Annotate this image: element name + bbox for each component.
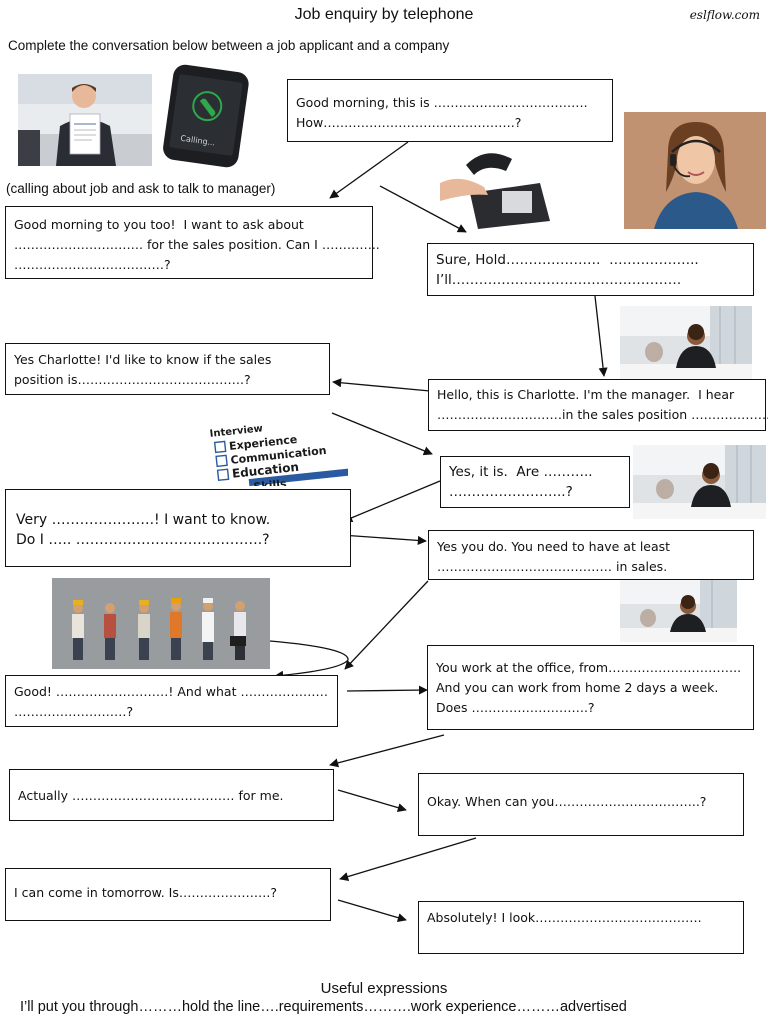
dialogue-box-2: Good morning to you too! I want to ask a…: [5, 206, 380, 279]
arrow-10: [346, 685, 428, 695]
dialogue-line: And you can work from home 2 days a week…: [436, 680, 719, 695]
worksheet-title: Job enquiry by telephone: [294, 6, 474, 23]
dialogue-line: Do I ….. ………………………………….?: [16, 532, 270, 549]
workers-line-image: [52, 578, 270, 669]
dialogue-line: I can come in tomorrow. Is………………….?: [14, 885, 277, 900]
dialogue-box-12: Okay. When can you……………………………..?: [418, 773, 744, 836]
dialogue-line: Good morning to you too! I want to ask a…: [14, 217, 304, 232]
dialogue-box-10: You work at the office, from…………………………..…: [427, 645, 754, 730]
dialogue-line: You work at the office, from…………………………..: [436, 660, 742, 675]
interview-checklist-image: Interview Experience Communication Educa…: [206, 418, 348, 486]
dialogue-box-5: Hello, this is Charlotte. I'm the manage…: [428, 379, 768, 431]
dialogue-box-1: Good morning, this is ………………………………. How……: [287, 79, 613, 142]
useful-expressions-list: I’ll put you through………hold the line….re…: [20, 999, 627, 1015]
dialogue-line: Actually ………………………………… for me.: [18, 788, 284, 803]
caller-note: (calling about job and ask to talk to ma…: [6, 181, 276, 196]
dialogue-line: Okay. When can you……………………………..?: [427, 794, 707, 809]
dialogue-line: Good! ………………………! And what …………………: [14, 684, 328, 699]
checklist-item-skills: Skills: [253, 477, 288, 486]
dialogue-box-14: Absolutely! I look………………………………….: [418, 901, 744, 954]
phone-calling-image: Calling...: [154, 62, 258, 168]
checklist-item-education: Education: [231, 460, 299, 481]
dialogue-line: Yes you do. You need to have at least: [437, 539, 671, 554]
dialogue-line: Yes Charlotte! I'd like to know if the s…: [14, 352, 272, 367]
useful-expressions-title: Useful expressions: [320, 980, 448, 997]
manager-photo-2: [633, 445, 766, 519]
dialogue-box-9: Good! ………………………! And what ………………… …………………: [5, 675, 338, 727]
dialogue-line: I’ll……………………………………………: [436, 272, 682, 289]
dialogue-line: ………………………?: [14, 704, 134, 719]
manager-photo-1: [620, 306, 752, 380]
dialogue-line: position is………………………………….?: [14, 372, 251, 387]
arrow-3: [594, 295, 608, 377]
arrow-11: [329, 734, 445, 768]
receptionist-photo: [624, 112, 766, 229]
dialogue-line: Does ……………………….?: [436, 700, 595, 715]
dialogue-line: Sure, Hold………………… ………………..: [436, 252, 699, 268]
applicant-photo: [18, 74, 152, 166]
dialogue-line: …………………………………… in sales.: [437, 559, 668, 574]
dialogue-line: ………………………………?: [14, 257, 171, 272]
dialogue-box-11: Actually ………………………………… for me.: [9, 769, 334, 821]
arrow-4: [332, 378, 431, 392]
dialogue-box-7: Very ………………….! I want to know. Do I ….. …: [5, 489, 351, 567]
arrow-2: [379, 185, 467, 233]
dialogue-line: Yes, it is. Are ………..: [449, 464, 593, 480]
desk-phone-image: [440, 143, 554, 229]
dialogue-box-3: Sure, Hold………………… ……………….. I’ll…………………………: [427, 243, 754, 296]
dialogue-box-13: I can come in tomorrow. Is………………….?: [5, 868, 331, 921]
manager-photo-3: [620, 580, 737, 642]
dialogue-line: Good morning, this is ……………………………….: [296, 95, 588, 110]
arrow-9: [269, 640, 349, 680]
arrow-7: [340, 534, 427, 545]
instructions: Complete the conversation below between …: [8, 38, 450, 53]
dialogue-box-4: Yes Charlotte! I'd like to know if the s…: [5, 343, 330, 395]
dialogue-line: …………………………. for the sales position. Can …: [14, 237, 380, 252]
dialogue-line: Absolutely! I look………………………………….: [427, 910, 702, 925]
arrow-1: [329, 141, 409, 199]
dialogue-line: Very ………………….! I want to know.: [16, 512, 271, 528]
arrow-8: [344, 580, 429, 670]
dialogue-box-6: Yes, it is. Are ……….. ……………………..?: [440, 456, 630, 508]
dialogue-line: How……………………………………….?: [296, 115, 522, 130]
arrow-14: [337, 899, 407, 923]
dialogue-line: …………………………in the sales position ……………….: [437, 407, 768, 422]
arrow-5: [331, 412, 433, 456]
dialogue-line: Hello, this is Charlotte. I'm the manage…: [437, 387, 735, 402]
arrow-6: [343, 480, 441, 523]
arrow-12: [337, 789, 407, 813]
dialogue-line: ……………………..?: [449, 484, 573, 501]
dialogue-box-8: Yes you do. You need to have at least ………: [428, 530, 754, 580]
brand-logo: eslflow.com: [689, 8, 760, 22]
arrow-13: [339, 837, 477, 881]
